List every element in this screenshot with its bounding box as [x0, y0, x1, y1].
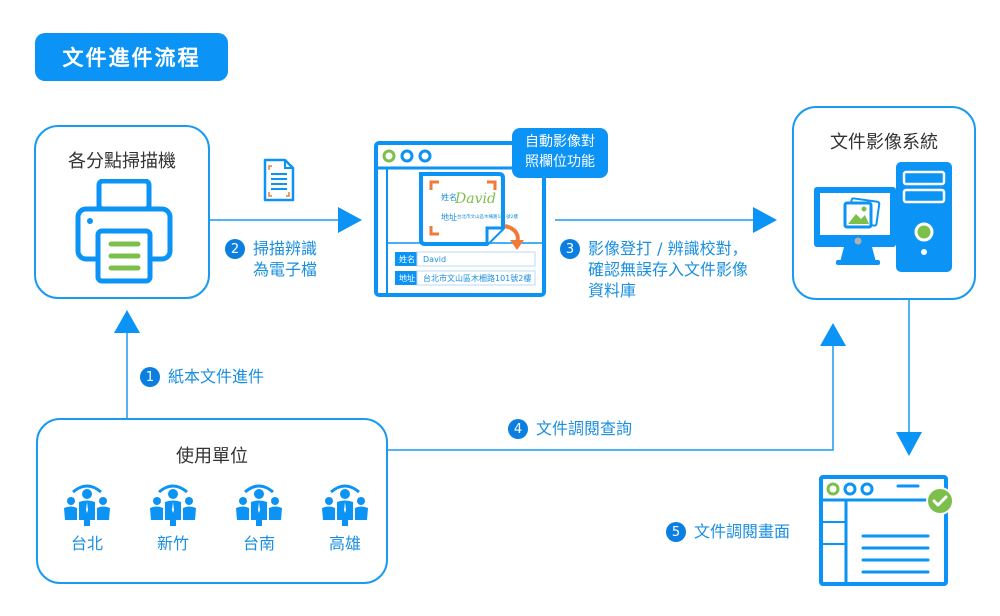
step-4-label: 4 文件調閱查詢 [508, 418, 632, 439]
document-view-window-icon [819, 475, 954, 586]
callout-line-2: 照欄位功能 [525, 154, 595, 170]
step-4-number: 4 [508, 419, 528, 439]
arrowhead-3 [753, 207, 777, 233]
user-unit: 高雄 [310, 482, 380, 554]
image-system-title: 文件影像系統 [830, 132, 938, 153]
step-3-text-3: 資料庫 [588, 281, 637, 300]
user-unit: 台南 [224, 482, 294, 554]
step-3-number: 3 [560, 239, 580, 259]
arrowhead-1 [114, 310, 140, 333]
user-unit-label: 台南 [242, 534, 275, 553]
step-3-text-2: 確認無誤存入文件影像 [588, 260, 749, 279]
card-name-value: David [454, 191, 496, 207]
scanner-title: 各分點掃描機 [68, 151, 176, 172]
user-group-icon [150, 484, 196, 526]
arrowhead-2 [338, 207, 362, 233]
field-name-label: 姓名 [399, 254, 415, 264]
page-title: 文件進件流程 [35, 33, 228, 81]
card-addr-value: 台北市文山區木柵路101號2樓 [457, 213, 518, 220]
image-system-node: 文件影像系統 [792, 106, 976, 300]
field-addr-label: 地址 [399, 273, 415, 283]
user-units-node: 使用單位 台北 新竹 台南 高雄 [36, 418, 388, 584]
user-group-icon [236, 484, 282, 526]
user-unit-label: 新竹 [156, 534, 189, 553]
user-group-icon [64, 484, 110, 526]
step-1-text: 紙本文件進件 [168, 367, 265, 386]
step-1-number: 1 [140, 367, 160, 387]
field-name-value: David [423, 255, 446, 264]
step-1-label: 1 紙本文件進件 [140, 366, 264, 387]
step-2-label: 2 掃描辨識 為電子檔 [225, 238, 317, 280]
user-unit: 新竹 [138, 482, 208, 554]
auto-mapping-callout: 自動影像對 照欄位功能 [512, 128, 608, 178]
step-3-text-1: 影像登打 / 辨識校對， [588, 239, 748, 258]
step-2-number: 2 [225, 239, 245, 259]
browser-window-icon: 姓名 David 地址 台北市文山區木柵路101號2樓 姓名 David 地址 … [374, 141, 546, 297]
scanned-document-icon [263, 158, 295, 202]
scanner-node: 各分點掃描機 [34, 125, 210, 299]
user-unit-label: 高雄 [328, 534, 361, 553]
user-unit: 台北 [52, 482, 122, 554]
field-addr-value: 台北市文山區木柵路101號2樓 [423, 273, 531, 283]
arrowhead-5 [896, 432, 922, 456]
step-2-text-1: 掃描辨識 [253, 239, 318, 258]
user-units-title: 使用單位 [176, 446, 248, 467]
step-5-text: 文件調閱畫面 [694, 522, 791, 541]
user-unit-label: 台北 [70, 534, 103, 553]
printer-icon [75, 179, 173, 284]
arrowhead-4 [820, 323, 846, 346]
callout-line-1: 自動影像對 [525, 134, 595, 150]
arrow-line-4 [388, 345, 834, 451]
step-5-number: 5 [666, 522, 686, 542]
step-2-text-2: 為電子檔 [253, 260, 318, 279]
step-4-text: 文件調閱查詢 [536, 419, 633, 438]
user-group-icon [322, 484, 368, 526]
card-name-label: 姓名 [441, 192, 457, 202]
card-addr-label: 地址 [441, 212, 457, 222]
step-3-label: 3 影像登打 / 辨識校對， 確認無誤存入文件影像 資料庫 [560, 238, 748, 301]
step-5-label: 5 文件調閱畫面 [666, 521, 790, 542]
desktop-computer-icon [814, 162, 952, 272]
